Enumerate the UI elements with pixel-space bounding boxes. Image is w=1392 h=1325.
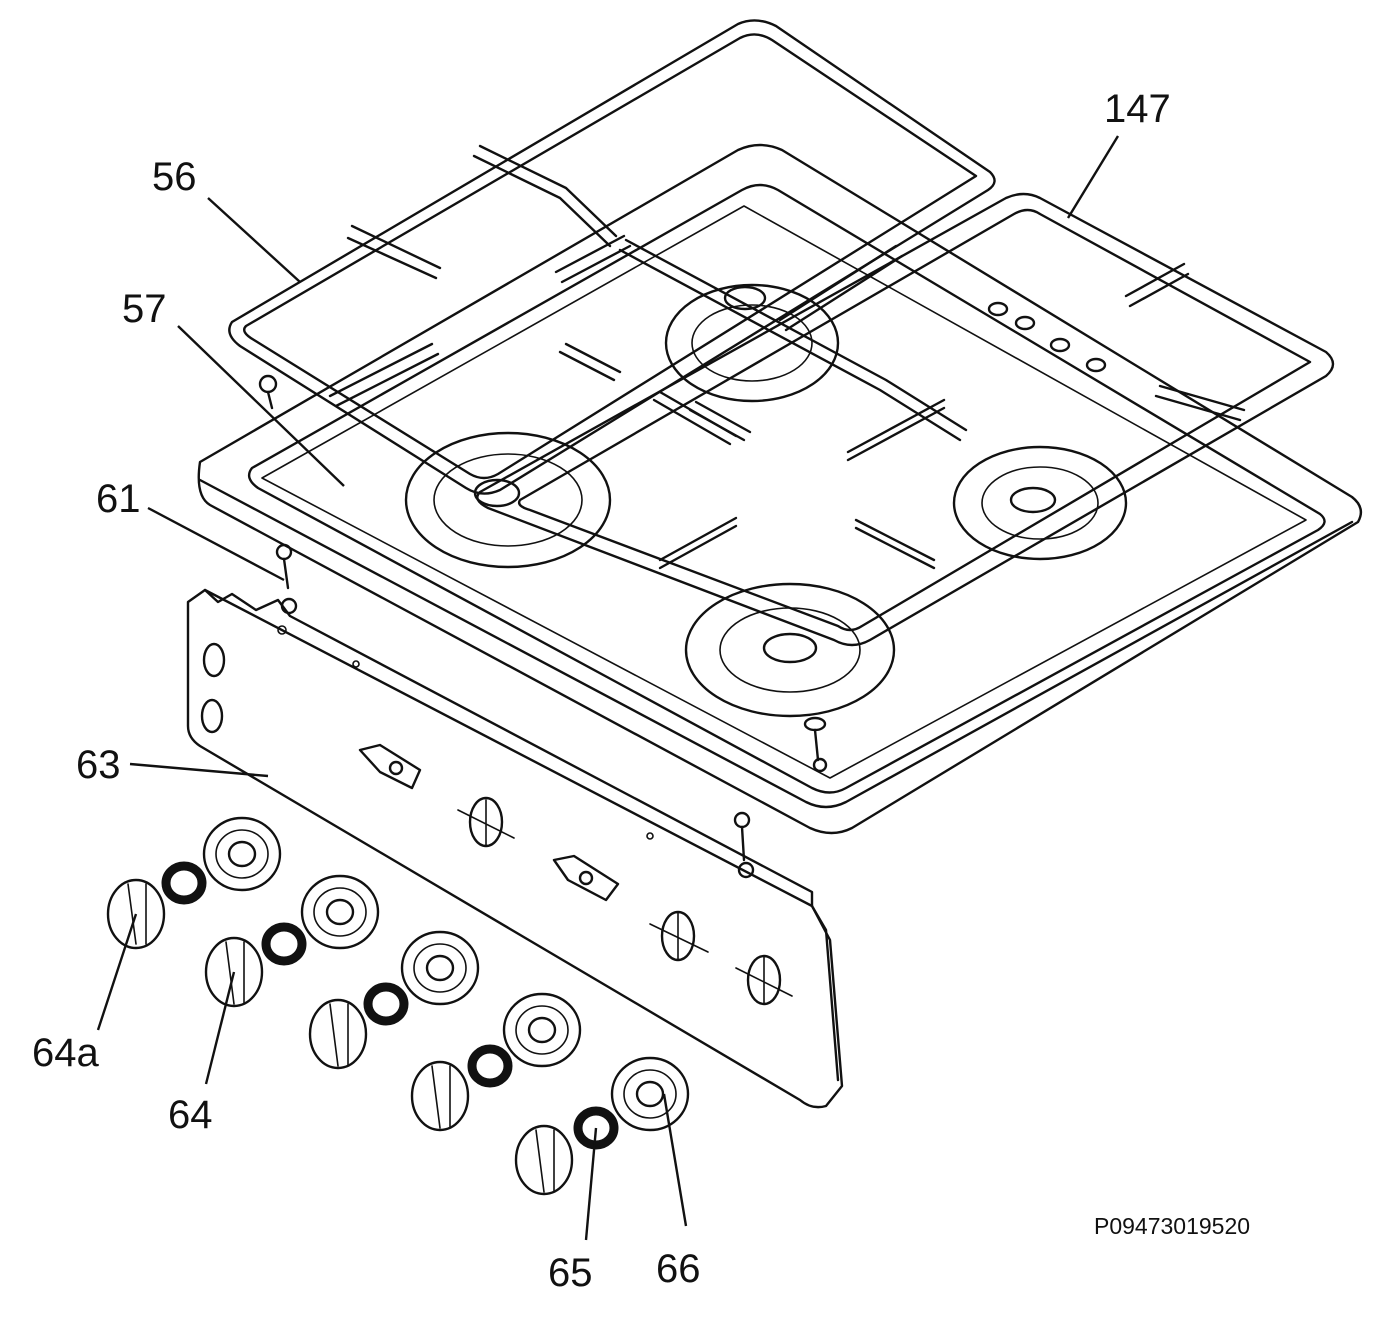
label-66: 66 — [656, 1247, 701, 1291]
burner-front-left — [404, 431, 612, 569]
bezel-66-1 — [202, 816, 282, 892]
panel-screw-right — [733, 811, 755, 879]
bezel-66-4 — [502, 992, 582, 1068]
knob-64a — [106, 878, 166, 950]
knob-set — [106, 816, 690, 1196]
ring-65-3 — [363, 982, 409, 1026]
ring-65-5 — [573, 1106, 619, 1150]
mounting-screw-rear — [258, 374, 278, 410]
part-labels: 56 57 61 63 147 64a 64 65 66 P0947301952… — [32, 87, 1250, 1295]
knob-64-4 — [514, 1124, 574, 1196]
bezel-66-2 — [300, 874, 380, 950]
leader-lines — [96, 135, 1120, 1241]
burner-front — [684, 582, 896, 718]
label-64: 64 — [168, 1093, 213, 1137]
control-panel — [186, 543, 844, 1109]
ring-65-1 — [161, 861, 207, 905]
label-147: 147 — [1104, 87, 1171, 131]
label-65: 65 — [548, 1251, 593, 1295]
panel-screw-left — [275, 543, 298, 615]
knob-64-3 — [410, 1060, 470, 1132]
label-63: 63 — [76, 743, 121, 787]
pan-support-left — [228, 19, 996, 495]
bezel-66-5 — [610, 1056, 690, 1132]
mounting-screw-front — [803, 716, 828, 773]
ring-65-2 — [261, 922, 307, 966]
bezel-66-3 — [400, 930, 480, 1006]
knob-64-1 — [204, 936, 264, 1008]
label-56: 56 — [152, 155, 197, 199]
burner-right — [952, 445, 1128, 561]
knob-64-2 — [308, 998, 368, 1070]
ring-65-4 — [467, 1044, 513, 1088]
label-64a: 64a — [32, 1031, 99, 1075]
pan-support-right — [476, 192, 1335, 647]
label-61: 61 — [96, 477, 141, 521]
label-57: 57 — [122, 287, 167, 331]
burner-rear — [664, 283, 840, 403]
drawing-code: P09473019520 — [1094, 1213, 1250, 1239]
